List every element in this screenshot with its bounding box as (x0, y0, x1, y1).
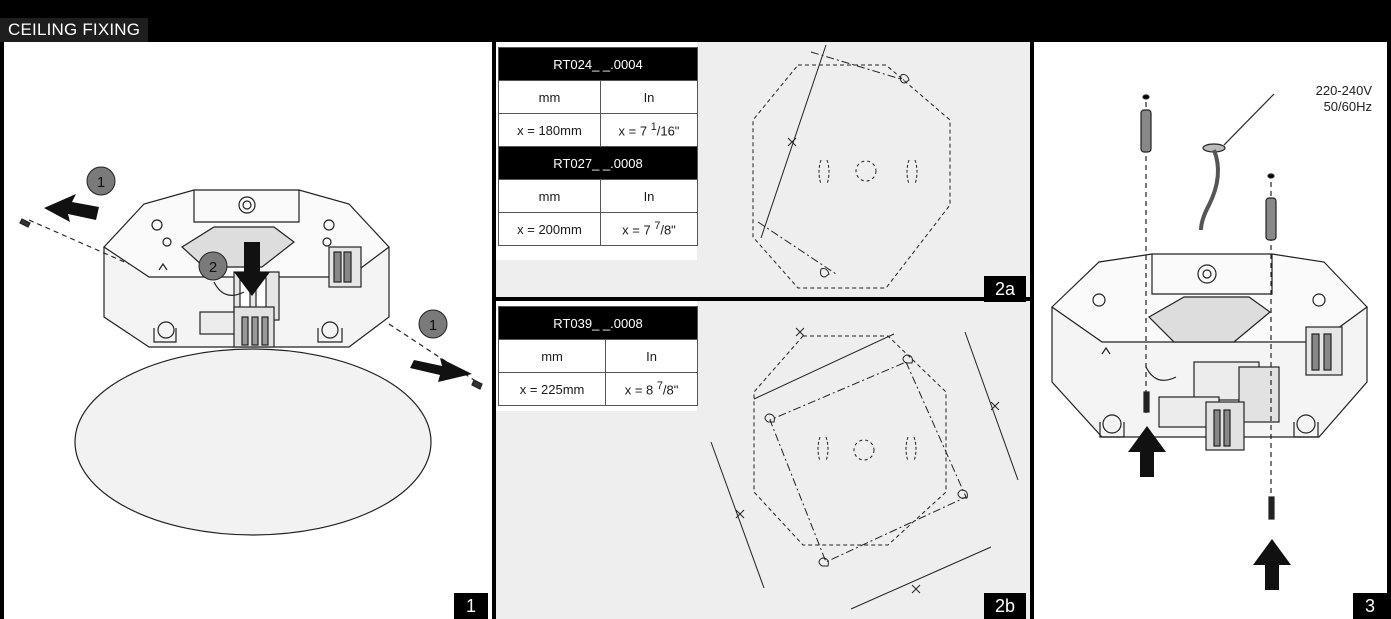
wall-plug-icon (1140, 109, 1152, 153)
step-2-divider (496, 297, 1030, 301)
arrow-up-icon (1253, 539, 1291, 590)
value-mm: x = 180mm (498, 113, 601, 147)
arrow-up-icon (1128, 426, 1166, 477)
header-bar (0, 0, 1391, 42)
step-1-panel: 1 1 2 1 (0, 42, 496, 619)
value-mm: x = 200mm (498, 212, 601, 246)
arrow-down-icon (234, 242, 270, 296)
value-in: x = 7 7/8" (599, 212, 699, 246)
page-title: CEILING FIXING (0, 18, 149, 42)
arrow-left-icon (44, 194, 99, 222)
value-mm: x = 225mm (497, 372, 607, 406)
octagon-template-2a (752, 64, 951, 289)
unit-in-header: In (599, 80, 699, 114)
arrow-right-icon (410, 358, 472, 382)
step-1-illustration: 1 1 2 (19, 166, 483, 536)
callout-2-label: 2 (209, 259, 217, 276)
callout-2 (198, 251, 228, 281)
value-in: x = 7 1/16" (599, 113, 699, 147)
model-name: RT027_ _.0008 (498, 146, 698, 180)
step-badge-1: 1 (454, 593, 488, 619)
step-badge-2b: 2b (984, 593, 1026, 619)
callout-1-right-label: 1 (429, 317, 437, 334)
model-name: RT039_ _.0008 (498, 306, 698, 340)
model-name: RT024_ _.0004 (498, 47, 698, 81)
step-3-panel: 220-240V 50/60Hz 3 (1030, 42, 1391, 619)
unit-mm-header: mm (498, 80, 601, 114)
value-in: x = 8 7/8" (605, 372, 698, 406)
voltage-label: 220-240V 50/60Hz (1315, 83, 1372, 114)
callout-1-right (418, 309, 448, 339)
unit-in-header: In (605, 339, 698, 373)
step-badge-3: 3 (1353, 593, 1387, 619)
octagon-template-2b (753, 335, 947, 546)
unit-mm-header: mm (498, 179, 601, 213)
step-3-illustration (1051, 93, 1368, 590)
callout-1-left-label: 1 (97, 174, 105, 191)
callout-1-left (86, 166, 116, 196)
unit-mm-header: mm (497, 339, 607, 373)
ceiling-disk (74, 348, 432, 536)
unit-in-header: In (599, 179, 699, 213)
wall-plug-icon (1265, 197, 1277, 241)
